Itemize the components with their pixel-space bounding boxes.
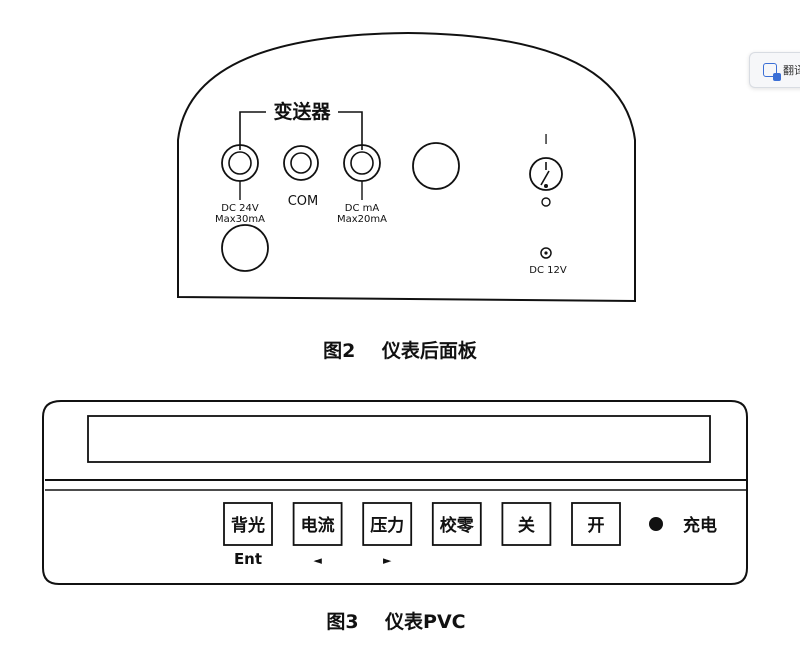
- round-port-right: [412, 142, 460, 190]
- jack-dc24v-label: DC 24V: [221, 203, 259, 214]
- translate-button[interactable]: 翻译: [749, 52, 800, 88]
- front-button-frame[interactable]: [431, 502, 482, 546]
- front-button-frame[interactable]: [292, 502, 343, 546]
- charge-indicator-led: [649, 517, 663, 531]
- front-button-sublabel: Ent: [234, 550, 262, 568]
- front-button-frame[interactable]: [223, 502, 273, 546]
- jack-dc-ma-max-label: Max20mA: [337, 214, 387, 225]
- rear-panel-outline: [177, 31, 636, 303]
- jack-dc-ma: [343, 144, 381, 200]
- figure3-caption: 图3 仪表PVC: [326, 610, 465, 633]
- front-button[interactable]: 压力 ►: [362, 502, 413, 567]
- front-button-label: 电流: [301, 515, 335, 536]
- front-button-label: 压力: [370, 515, 404, 536]
- jack-dc24v-max-label: Max30mA: [215, 214, 265, 225]
- front-button-sublabel: ◄: [313, 554, 322, 567]
- rear-panel-figure: 变送器 DC 24V Max30mA COM DC mA Max20mA I: [177, 31, 636, 362]
- round-port-lower-left: [221, 224, 269, 272]
- power-jack-label: DC 12V: [529, 265, 567, 276]
- display-window: [87, 415, 711, 463]
- transmitter-label: 变送器: [273, 100, 331, 123]
- jack-com: [283, 145, 319, 181]
- jack-com-label: COM: [288, 194, 319, 209]
- switch-off-mark: [541, 197, 551, 207]
- jack-dc24v: [221, 144, 259, 200]
- figure2-caption: 图2 仪表后面板: [323, 339, 478, 362]
- jack-dc-ma-label: DC mA: [345, 203, 380, 214]
- charge-label: 充电: [683, 515, 717, 536]
- front-button[interactable]: 背光 Ent: [223, 502, 273, 568]
- transmitter-bracket-right: [338, 111, 363, 150]
- front-button[interactable]: 开: [571, 502, 621, 546]
- switch-on-mark: I: [544, 133, 548, 148]
- front-button[interactable]: 关: [501, 502, 552, 546]
- front-button[interactable]: 电流 ◄: [292, 502, 343, 567]
- transmitter-bracket-left: [239, 111, 266, 150]
- front-button-frame[interactable]: [501, 502, 552, 546]
- power-switch: I: [529, 133, 563, 207]
- button-row: 背光 Ent 电流 ◄ 压力 ► 校零 关 开: [223, 502, 621, 568]
- front-panel-outline: [42, 400, 748, 585]
- front-button-sublabel: ►: [383, 554, 392, 567]
- front-button-frame[interactable]: [362, 502, 413, 546]
- front-button-label: 开: [588, 516, 605, 536]
- front-button[interactable]: 校零: [431, 502, 482, 546]
- front-button-label: 背光: [231, 515, 265, 536]
- front-button-label: 关: [518, 515, 535, 536]
- translate-icon: [763, 63, 781, 81]
- front-panel-figure: 背光 Ent 电流 ◄ 压力 ► 校零 关 开 充电 图3 仪表PVC: [42, 400, 748, 633]
- front-button-label: 校零: [440, 515, 475, 536]
- translate-label: 翻译: [783, 64, 800, 77]
- power-jack-dc12v: [540, 247, 552, 259]
- front-button-frame[interactable]: [571, 502, 621, 546]
